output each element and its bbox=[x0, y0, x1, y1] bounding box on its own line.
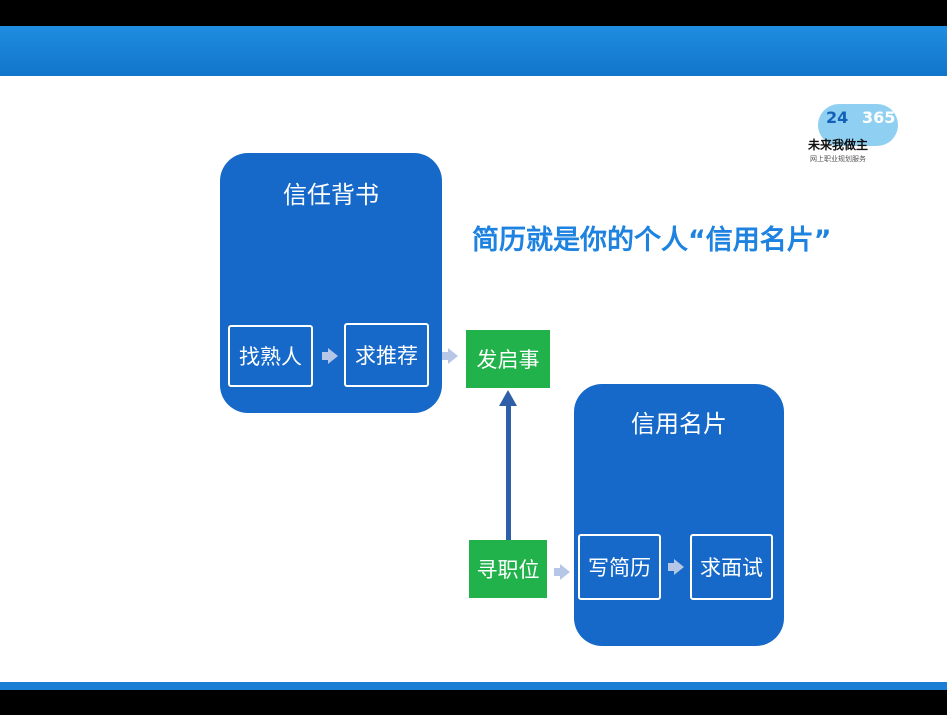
logo-number-left: 24 bbox=[826, 108, 849, 127]
cloud-icon: 24 365 bbox=[818, 104, 898, 146]
headline: 简历就是你的个人“信用名片” bbox=[472, 225, 832, 256]
credit-box-title: 信用名片 bbox=[631, 410, 727, 438]
arrow-right-icon bbox=[322, 348, 338, 364]
logo: 24 365 未来我做主 网上职业规划服务 bbox=[808, 104, 898, 174]
node-post-notice: 发启事 bbox=[466, 330, 550, 388]
step-find-acquaintance: 找熟人 bbox=[228, 325, 313, 387]
trust-box: 信任背书 找熟人 求推荐 bbox=[220, 153, 442, 413]
step-ask-interview: 求面试 bbox=[690, 534, 773, 600]
slide: 24 365 未来我做主 网上职业规划服务 简历就是你的个人“信用名片” 信任背… bbox=[0, 26, 947, 690]
step-ask-referral: 求推荐 bbox=[344, 323, 429, 387]
credit-box: 信用名片 写简历 求面试 bbox=[574, 384, 784, 646]
logo-number-right: 365 bbox=[862, 108, 896, 127]
footer-band bbox=[0, 682, 947, 690]
arrow-right-icon bbox=[442, 348, 458, 364]
logo-tagline: 网上职业规划服务 bbox=[810, 155, 866, 163]
arrow-right-icon bbox=[554, 564, 570, 580]
arrow-right-icon bbox=[668, 559, 684, 575]
trust-box-title: 信任背书 bbox=[283, 181, 379, 209]
connector-line bbox=[506, 404, 511, 542]
header-band bbox=[0, 26, 947, 76]
node-job-search: 寻职位 bbox=[469, 540, 547, 598]
arrow-up-icon bbox=[499, 390, 517, 406]
step-write-resume: 写简历 bbox=[578, 534, 661, 600]
logo-name: 未来我做主 bbox=[808, 138, 869, 152]
